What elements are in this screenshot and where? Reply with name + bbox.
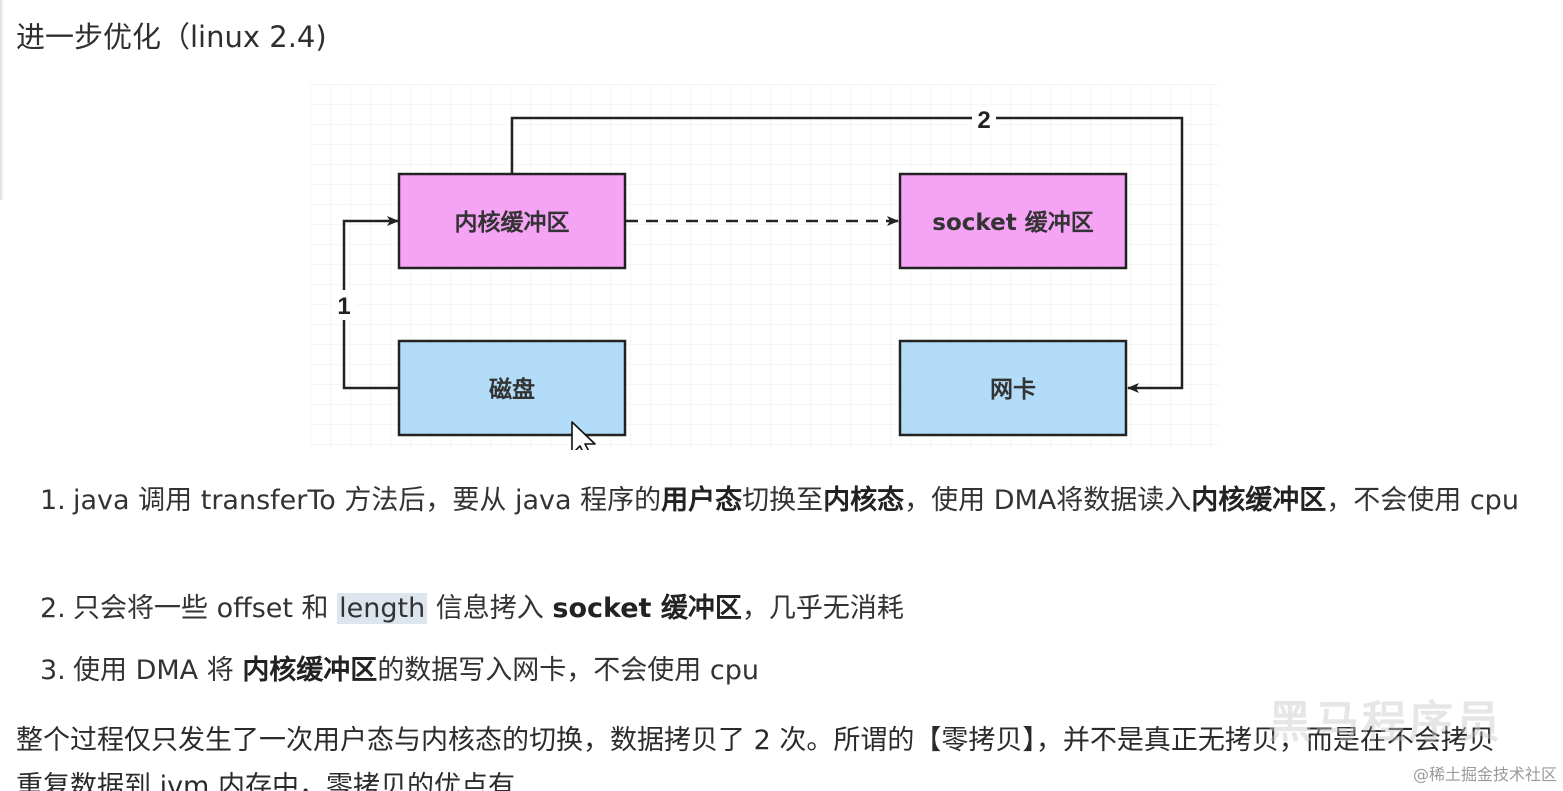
highlighted-text[interactable]: length (337, 593, 428, 624)
box-socket-buffer-label: socket 缓冲区 (932, 209, 1093, 236)
list-bold-text: 用户态 (661, 485, 743, 516)
box-nic-label: 网卡 (990, 377, 1036, 403)
box-disk: 磁盘 (397, 339, 627, 437)
list-number: 3. (40, 655, 66, 686)
list-item: 2. 只会将一些 offset 和 length 信息拷入 socket 缓冲区… (40, 586, 1520, 632)
box-disk-label: 磁盘 (489, 376, 535, 403)
list-number: 1. (40, 485, 66, 516)
edge-label-1-bg (332, 290, 356, 320)
edge-kernel-to-nic (510, 116, 1184, 393)
list-bold-text: 内核缓冲区 (1191, 485, 1327, 516)
list-number: 2. (40, 593, 66, 624)
list-text: ，几乎无消耗 (741, 593, 904, 624)
steps-list: 1. java 调用 transferTo 方法后，要从 java 程序的用户态… (40, 478, 1520, 694)
list-bold-text: 内核态 (823, 485, 905, 516)
box-kernel-buffer: 内核缓冲区 (397, 172, 627, 270)
zero-copy-diagram: 2 1 内核缓冲区 socket 缓冲区 磁盘 网卡 (310, 84, 1220, 450)
list-text: 信息拷入 (427, 593, 553, 624)
list-text: 切换至 (742, 485, 824, 516)
list-text: 使用 DMA 将 (73, 655, 243, 686)
diagram-canvas: 2 1 内核缓冲区 socket 缓冲区 磁盘 网卡 (310, 84, 1220, 450)
mouse-cursor-icon (571, 421, 596, 450)
summary-paragraph: 整个过程仅只发生了一次用户态与内核态的切换，数据拷贝了 2 次。所谓的【零拷贝】… (16, 725, 1495, 791)
list-text: 只会将一些 offset 和 (73, 593, 338, 624)
list-item: 1. java 调用 transferTo 方法后，要从 java 程序的用户态… (40, 478, 1520, 570)
list-text: java 调用 transferTo 方法后，要从 java 程序的 (73, 485, 662, 516)
edge-label-2-bg (972, 106, 996, 130)
box-socket-buffer: socket 缓冲区 (898, 172, 1128, 270)
edge-label-2: 2 (977, 107, 990, 134)
section-heading: 进一步优化（linux 2.4) (16, 20, 327, 54)
list-bold-text: socket 缓冲区 (552, 593, 742, 624)
box-nic: 网卡 (898, 339, 1128, 437)
list-item: 3. 使用 DMA 将 内核缓冲区的数据写入网卡，不会使用 cpu (40, 648, 1520, 694)
list-text: ，使用 DMA将数据读入 (904, 485, 1192, 516)
box-kernel-buffer-label: 内核缓冲区 (455, 209, 570, 236)
left-edge-shadow (0, 0, 4, 200)
list-bold-text: 内核缓冲区 (242, 655, 378, 686)
list-text: 的数据写入网卡，不会使用 cpu (377, 655, 759, 686)
list-text: ，不会使用 cpu (1326, 485, 1519, 516)
edge-label-1: 1 (337, 293, 350, 320)
